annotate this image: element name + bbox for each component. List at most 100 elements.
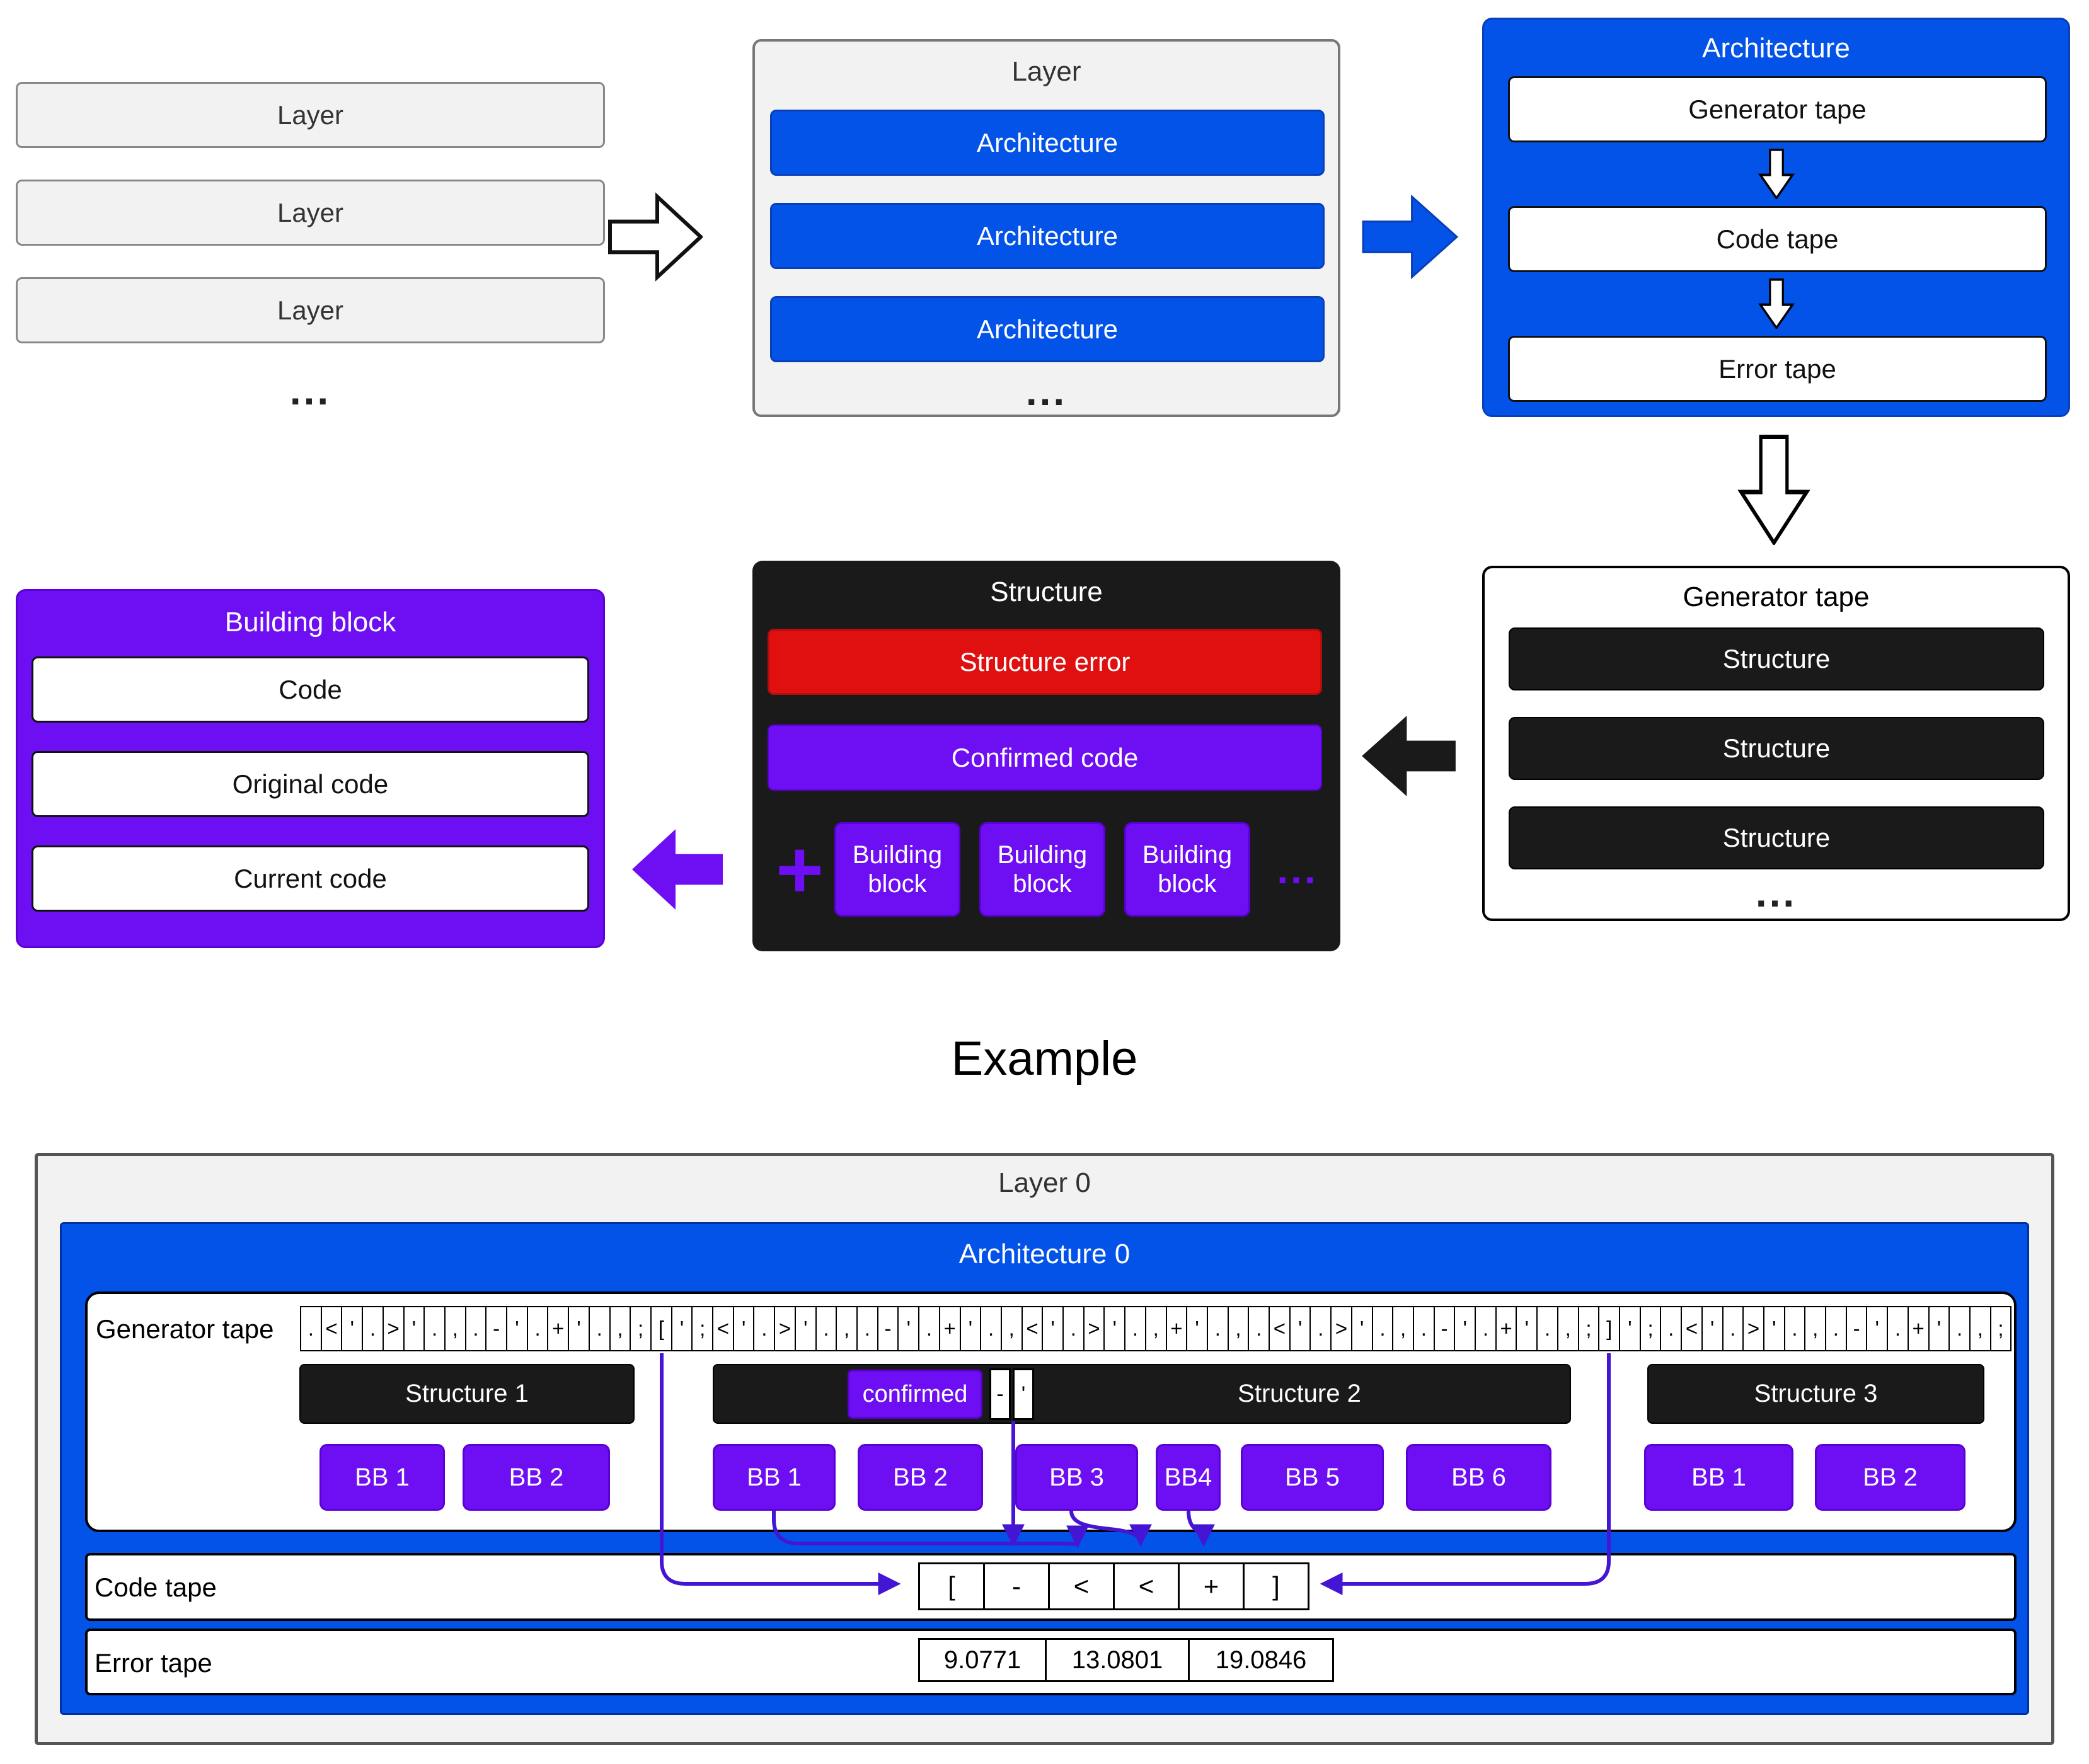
example-error-tape-label: Error tape: [95, 1648, 212, 1678]
generator-tape-cell: .: [918, 1306, 940, 1351]
code-tape-cell: [: [918, 1562, 985, 1610]
generator-tape-cell: .: [815, 1306, 837, 1351]
generator-tape-cell: ,: [1000, 1306, 1023, 1351]
generator-tape-cell: .: [1660, 1306, 1683, 1351]
generator-tape-cell: <: [1269, 1306, 1291, 1351]
generator-tape-cell: .: [1825, 1306, 1847, 1351]
generator-tape-cell: <: [1681, 1306, 1703, 1351]
error-tape-cell: 19.0846: [1188, 1638, 1334, 1682]
generator-tape-cell: .: [1783, 1306, 1806, 1351]
layer-stack-ellipsis: ...: [289, 368, 331, 413]
generator-tape-cell: .: [980, 1306, 1002, 1351]
confirmed-badge: confirmed: [848, 1370, 982, 1419]
generator-tape-cell: .: [1475, 1306, 1497, 1351]
generator-tape-cell: ,: [1392, 1306, 1414, 1351]
generator-tape-cell: >: [382, 1306, 405, 1351]
generator-tape-cell: .: [1248, 1306, 1270, 1351]
layer-stack-item: Layer: [16, 277, 605, 343]
generator-tape-cell: +: [1495, 1306, 1517, 1351]
bb-block: BB4: [1156, 1444, 1221, 1511]
structure-box: Structure Structure error Confirmed code…: [752, 561, 1340, 951]
generator-tape-cell: ,: [1227, 1306, 1250, 1351]
generator-tape-cell: ,: [444, 1306, 466, 1351]
generator-tape-cell: ,: [1144, 1306, 1167, 1351]
generator-tape-cell: .: [526, 1306, 549, 1351]
generator-tape-cell: .: [1206, 1306, 1229, 1351]
generator-tape-cell: ': [1619, 1306, 1641, 1351]
building-block-item: Building block: [979, 822, 1105, 917]
error-tape-cell: 13.0801: [1045, 1638, 1190, 1682]
error-tape-cell: 9.0771: [918, 1638, 1047, 1682]
building-block-item: Building block: [834, 822, 960, 917]
bb-block: BB 1: [319, 1444, 445, 1511]
code-tape-cell: -: [983, 1562, 1050, 1610]
plus-icon: +: [776, 823, 824, 915]
generator-tape-cell: .: [362, 1306, 384, 1351]
generator-tape-cell: .: [464, 1306, 487, 1351]
code-tape-row: [-<<+]: [918, 1562, 1309, 1610]
example-structure-2-bar: Structure 2: [713, 1364, 1571, 1424]
arrow-left-black-icon: [1360, 708, 1458, 804]
generator-tape-cell: ;: [1577, 1306, 1600, 1351]
generator-tape-cell: ,: [609, 1306, 631, 1351]
generator-tape-box-ellipsis: ...: [1755, 870, 1797, 915]
original-code-field: Original code: [32, 751, 589, 817]
layer-stack-item: Layer: [16, 180, 605, 246]
generator-tape-cell: >: [774, 1306, 796, 1351]
generator-tape-cell: ': [1103, 1306, 1126, 1351]
example-generator-tape-label: Generator tape: [96, 1314, 274, 1344]
generator-tape-cell: ': [1042, 1306, 1064, 1351]
generator-tape-cell: .: [1948, 1306, 1971, 1351]
generator-tape-cell: .: [588, 1306, 611, 1351]
generator-tape-cell: .: [1412, 1306, 1435, 1351]
code-tape-item: Code tape: [1508, 206, 2047, 272]
generator-tape-cell: .: [1309, 1306, 1332, 1351]
generator-tape-cell: ': [1701, 1306, 1724, 1351]
arrow-left-purple-icon: [630, 822, 725, 917]
generator-tape-cell: +: [1165, 1306, 1188, 1351]
arrow-down-outline-icon: [1733, 435, 1815, 545]
example-code-tape-label: Code tape: [95, 1572, 217, 1602]
example-layer-title: Layer 0: [998, 1167, 1091, 1198]
code-tape-cell: ]: [1243, 1562, 1309, 1610]
generator-tape-cell: ': [794, 1306, 817, 1351]
example-structure-3-bar: Structure 3: [1647, 1364, 1984, 1424]
structure-box-ellipsis: ...: [1277, 847, 1318, 892]
generator-tape-cell: ,: [1969, 1306, 1991, 1351]
generator-tape-cell: .: [1536, 1306, 1558, 1351]
generator-tape-cell: ': [959, 1306, 982, 1351]
generator-tape-cell: ;: [630, 1306, 652, 1351]
generator-tape-cell: <: [712, 1306, 734, 1351]
arrow-down-outline-icon: [1756, 149, 1797, 199]
bb-block: BB 5: [1241, 1444, 1384, 1511]
structure-item: Structure: [1509, 717, 2044, 780]
generator-tape-row: .<'.>'.,.-'.+'.,;[';<'.>'.,.-'.+'.,<'.>'…: [300, 1306, 2012, 1351]
generator-tape-box-title: Generator tape: [1683, 581, 1870, 612]
generator-tape-cell: .: [300, 1306, 322, 1351]
structure-error-bar: Structure error: [768, 629, 1322, 695]
generator-tape-cell: -: [877, 1306, 899, 1351]
confirmed-cell: -: [989, 1368, 1011, 1420]
generator-tape-box: Generator tape Structure Structure Struc…: [1482, 566, 2070, 921]
building-block-item: Building block: [1124, 822, 1250, 917]
example-architecture-title: Architecture 0: [958, 1239, 1131, 1269]
arrow-right-outline-icon: [608, 189, 703, 285]
generator-tape-cell: .: [1124, 1306, 1146, 1351]
confirmed-cell: ': [1013, 1368, 1034, 1420]
example-structure-2-label: Structure 2: [1238, 1380, 1361, 1407]
code-tape-cell: <: [1113, 1562, 1180, 1610]
structure-item: Structure: [1509, 627, 2044, 690]
generator-tape-cell: ': [1186, 1306, 1208, 1351]
generator-tape-cell: ]: [1598, 1306, 1620, 1351]
generator-tape-cell: ': [403, 1306, 425, 1351]
bb-block: BB 2: [858, 1444, 983, 1511]
architecture-item: Architecture: [770, 110, 1325, 176]
code-field: Code: [32, 656, 589, 723]
generator-tape-cell: ;: [691, 1306, 714, 1351]
architecture-item: Architecture: [770, 296, 1325, 362]
layer-box-title: Layer: [1011, 56, 1081, 87]
generator-tape-cell: ': [1763, 1306, 1785, 1351]
architecture-item: Architecture: [770, 203, 1325, 269]
